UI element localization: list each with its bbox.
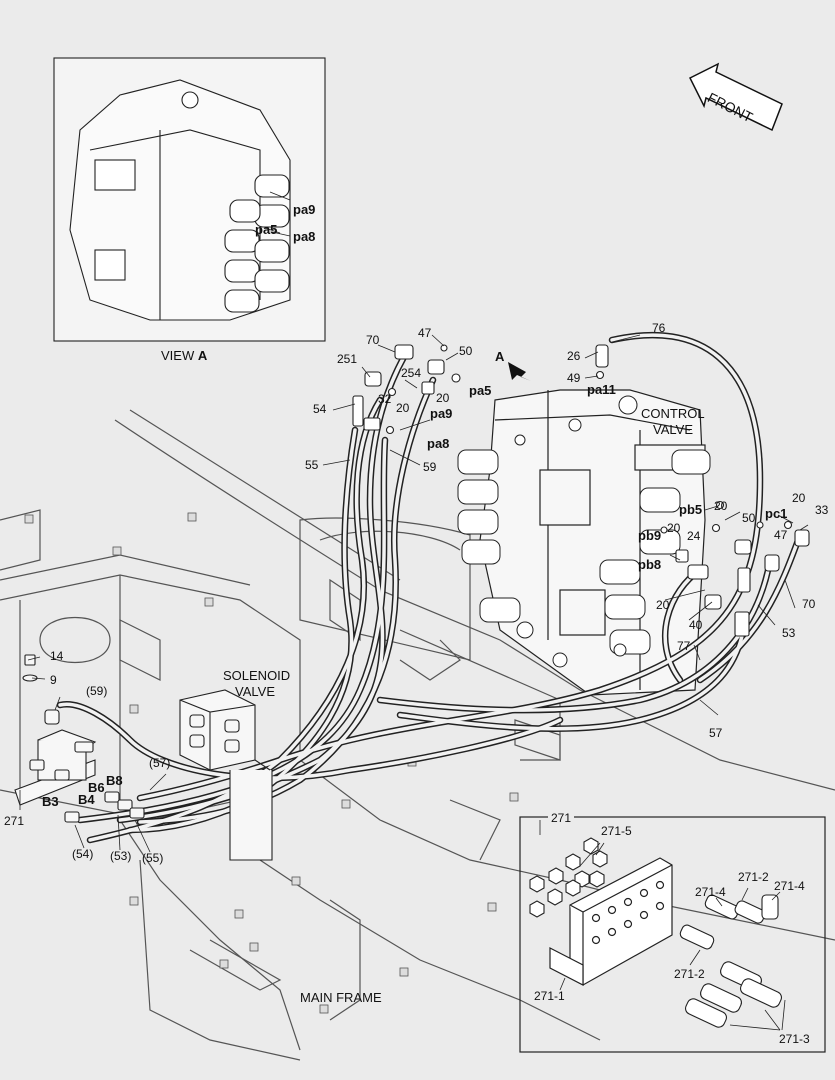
callout-50: 50: [742, 511, 756, 525]
callout-70: 70: [366, 333, 380, 347]
callout-20: 20: [656, 598, 670, 612]
callout-54-ref: (54): [72, 847, 94, 861]
callout-pb8: pb8: [638, 557, 662, 572]
port-b6: B6: [88, 780, 105, 795]
callout-271: 271: [4, 814, 25, 828]
inset-view-a: [53, 57, 326, 342]
callout-20: 20: [436, 391, 450, 405]
callout-pa11: pa11: [587, 382, 616, 397]
control-valve-label-2: VALVE: [653, 422, 693, 437]
callout-20: 20: [396, 401, 410, 415]
detail-part-271-3: 271-3: [779, 1032, 810, 1046]
port-b8: B8: [106, 773, 123, 788]
detail-part-271-5: 271-5: [601, 824, 632, 838]
callout-20: 20: [667, 521, 681, 535]
inset-caption: VIEW A: [161, 349, 207, 362]
callout-33: 33: [815, 503, 829, 517]
callout-pa8: pa8: [427, 436, 450, 451]
callout-50: 50: [459, 344, 473, 358]
callout-47: 47: [418, 326, 432, 340]
view-arrow-shape: [508, 362, 531, 381]
fittings: [352, 344, 810, 637]
callout-77: 77: [677, 639, 691, 653]
detail-plate: [549, 857, 673, 986]
callout-24: 24: [687, 529, 701, 543]
callout-55: 55: [305, 458, 319, 472]
detail-box-border: [519, 816, 826, 1053]
manifold-drawing: [14, 654, 145, 823]
inset-port-pa5: pa5: [255, 222, 278, 237]
control-valve-drawing: [479, 389, 706, 696]
callout-76: 76: [652, 321, 666, 335]
inset-port-pa9: pa9: [293, 202, 316, 217]
callout-55-ref: (55): [142, 851, 164, 865]
callout-pa5: pa5: [469, 383, 492, 398]
callout-pb5: pb5: [679, 502, 703, 517]
callout-57: 57: [709, 726, 723, 740]
callout-54: 54: [313, 402, 327, 416]
callout-47: 47: [774, 528, 788, 542]
callout-26: 26: [567, 349, 581, 363]
port-b3: B3: [42, 794, 59, 809]
solenoid-valve-label-1: SOLENOID: [223, 668, 291, 683]
port-b4: B4: [78, 792, 95, 807]
detail-part-271-2-top: 271-2: [738, 870, 769, 884]
main-frame-label: MAIN FRAME: [300, 990, 382, 1005]
callout-254: 254: [401, 366, 422, 380]
callout-20: 20: [792, 491, 806, 505]
front-arrow-shape: [688, 62, 783, 132]
callout-59: 59: [423, 460, 437, 474]
detail-part-271-4-left: 271-4: [695, 885, 726, 899]
callout-9: 9: [50, 673, 57, 687]
leader-lines: [19, 334, 809, 853]
control-valve-label-1: CONTROL: [641, 406, 705, 421]
detail-part-271-1: 271-1: [534, 989, 565, 1003]
detail-fittings: [679, 894, 782, 1028]
inset-caption-prefix: VIEW: [161, 348, 195, 363]
callout-20: 20: [714, 499, 728, 513]
callout-pa9: pa9: [430, 406, 453, 421]
detail-box-title: 271: [548, 812, 575, 824]
callout-14: 14: [50, 649, 64, 663]
inset-caption-letter: A: [197, 348, 208, 363]
detail-nuts: [529, 837, 608, 918]
detail-part-271-4-right: 271-4: [774, 879, 805, 893]
callout-251: 251: [337, 352, 358, 366]
callout-40: 40: [689, 618, 703, 632]
control-valve-spools: [457, 395, 711, 668]
solenoid-valve-drawing: [179, 689, 273, 861]
callout-32: 32: [378, 392, 392, 406]
callout-pb9: pb9: [638, 528, 662, 543]
inset-port-pa8: pa8: [293, 229, 316, 244]
detail-part-271-2-bottom: 271-2: [674, 967, 705, 981]
frame-bolt-marks: [24, 512, 519, 1014]
callout-53: 53: [782, 626, 796, 640]
callout-59-ref: (59): [86, 684, 108, 698]
view-arrow-label: A: [495, 349, 505, 364]
callout-pc1: pc1: [765, 506, 788, 521]
detail-leaders: [539, 820, 786, 1031]
callout-53-ref: (53): [110, 849, 132, 863]
callout-49: 49: [567, 371, 581, 385]
callout-70: 70: [802, 597, 816, 611]
solenoid-valve-label-2: VALVE: [235, 684, 275, 699]
callout-57-ref: (57): [149, 756, 171, 770]
